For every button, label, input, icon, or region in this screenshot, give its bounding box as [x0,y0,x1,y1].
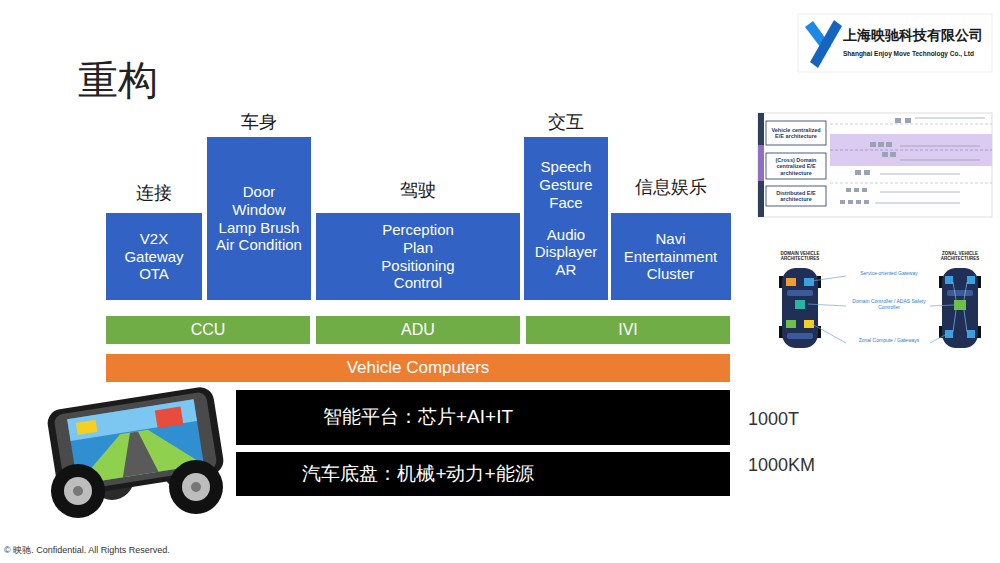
figure-label: (Cross) Domain centralized E/E architect… [767,157,825,176]
figure-label: ZONAL VEHICLE ARCHITECTURES [930,251,990,261]
function-box: 驾驶Perception Plan Positioning Control [316,213,520,300]
function-list: Navi Entertainment Cluster [619,230,723,283]
figure-label: Zonal Compute / Gateways [850,338,928,344]
text-group: Door Window Lamp Brush Air Condition [215,183,303,254]
figure-label: DOMAIN VEHICLE ARCHITECTURES [770,251,830,261]
function-list: V2X Gateway OTA [118,230,190,283]
text-group: 智能平台：芯片+AI+IT [236,406,600,428]
figure-label: Domain Controller / ADAS Safety Controll… [850,299,928,311]
leader-lines [808,276,954,343]
capacity-figure: 1000T [748,409,799,430]
company-name: 上海映驰科技有限公司 [843,27,983,43]
slide-title: 重构 [78,56,158,104]
function-box: 交互Speech Gesture FaceAudio Displayer AR [524,137,608,300]
domain-bar: CCU [106,316,310,344]
ee-architecture-figure [758,113,992,217]
chassis-bar: 汽车底盘：机械+动力+能源 [236,452,730,496]
function-box: 连接V2X Gateway OTA [106,213,202,300]
computer-bar: Vehicle Computers [106,354,730,382]
function-list: Door Window Lamp Brush Air Condition [215,183,303,254]
text-group: Perception Plan Positioning Control [373,221,463,292]
function-box: 车身Door Window Lamp Brush Air Condition [207,137,311,300]
domain-car [779,268,821,348]
text-group: V2X Gateway OTA [118,230,190,283]
text-group: CCU [113,321,303,340]
text-group: Speech Gesture FaceAudio Displayer AR [530,158,602,278]
layer-label: 汽车底盘：机械+动力+能源 [236,463,600,485]
layer-label: IVI [533,321,723,340]
domain-bar: ADU [316,316,520,344]
layer-label: ADU [323,321,513,340]
function-list: Perception Plan Positioning Control [373,221,463,292]
category-heading: 信息娱乐 [591,177,751,199]
function-list: Speech Gesture Face [530,158,602,211]
category-heading: 驾驶 [296,180,540,202]
text-group: IVI [533,321,723,340]
capacity-figure: 1000KM [748,455,815,476]
company-name-en: Shanghai Enjoy Move Technology Co., Ltd [843,50,974,57]
text-group: Navi Entertainment Cluster [619,230,723,283]
figure-label: Vehicle centralized E/E architecture [767,127,825,140]
domain-bar: IVI [526,316,730,344]
figure-label: Service-oriented Gateway [850,271,928,277]
category-heading: 车身 [187,112,331,134]
company-logo [798,14,992,72]
figure-label: Distributed E/E architecture [767,190,825,203]
text-group: Vehicle Computers [118,358,718,378]
text-group: 汽车底盘：机械+动力+能源 [236,463,600,485]
function-list: Audio Displayer AR [530,226,602,279]
footer-note: © 映驰. Confidential. All Rights Reserved. [4,545,170,555]
vehicle-architecture-figure [779,268,981,348]
platform-bar: 智能平台：芯片+AI+IT [236,390,730,445]
zonal-car [939,268,981,348]
category-heading: 连接 [86,183,222,205]
phone-car-illustration [46,385,226,518]
text-group: ADU [323,321,513,340]
function-box: 信息娱乐Navi Entertainment Cluster [611,213,731,300]
layer-label: 智能平台：芯片+AI+IT [236,406,600,428]
layer-label: Vehicle Computers [118,358,718,378]
layer-label: CCU [113,321,303,340]
category-heading: 交互 [504,112,628,134]
